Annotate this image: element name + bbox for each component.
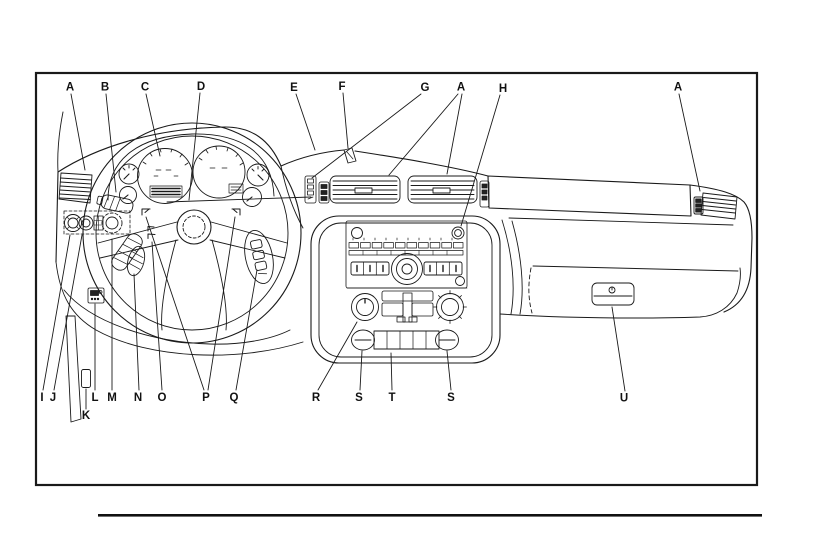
footer-rule — [98, 514, 762, 517]
leader-line-h — [460, 94, 501, 227]
callout-label-k-12: K — [82, 410, 91, 422]
callout-label-r-19: R — [312, 392, 321, 404]
leader-line-i — [42, 234, 71, 391]
callout-label-s-20: S — [355, 392, 363, 404]
cargo-lamp-switch — [87, 287, 105, 304]
leader-line-f — [342, 92, 349, 149]
glove-box — [499, 265, 741, 319]
climate-knob-right — [433, 290, 467, 324]
steering-wheel — [82, 122, 302, 344]
air-vent-center-right — [407, 175, 478, 204]
air-vent-right-outer — [693, 192, 738, 220]
radio-upper-right-button — [451, 226, 465, 240]
leader-line-n — [133, 273, 140, 391]
wheel-button-pod-right — [244, 229, 274, 285]
center-stack — [310, 215, 501, 364]
callout-label-a-9: A — [674, 82, 682, 94]
callout-label-s-22: S — [447, 392, 455, 404]
air-vent-left-outer — [58, 172, 93, 204]
leader-lines — [42, 92, 701, 410]
passenger-trim-pad — [487, 175, 692, 217]
leader-line-r — [317, 321, 358, 391]
leader-line-g — [311, 93, 422, 179]
callout-label-l-13: L — [91, 392, 98, 404]
dash-switch-strip-left — [304, 175, 330, 204]
leader-line-s — [446, 350, 452, 391]
climate-knob-left — [351, 293, 379, 321]
callout-label-t-21: T — [388, 392, 395, 404]
callout-label-a-0: A — [66, 82, 74, 94]
callout-label-g-6: G — [421, 82, 430, 94]
callout-label-h-8: H — [499, 83, 507, 95]
leader-line-b — [105, 93, 117, 193]
leader-line-e — [295, 93, 316, 151]
climate-controls — [351, 290, 467, 351]
radio-tune-knob — [391, 253, 423, 285]
lower-buttons — [373, 330, 440, 350]
leader-line-c — [145, 93, 161, 157]
leader-line-d — [188, 92, 201, 201]
leader-line-a — [70, 93, 86, 171]
climate-button-cluster — [381, 290, 434, 323]
leader-line-t — [390, 352, 393, 391]
gauge-small-upper-left — [118, 163, 140, 185]
dashboard-art — [55, 111, 753, 423]
callout-label-m-14: M — [107, 392, 117, 404]
lower-knob-left — [351, 329, 375, 351]
callout-label-a-7: A — [457, 82, 465, 94]
callout-label-f-5: F — [338, 81, 345, 93]
wheel-button-pod-left — [126, 245, 146, 277]
gauge-small-lower-right — [242, 187, 262, 207]
tachometer — [192, 145, 246, 199]
leader-line-q — [235, 269, 258, 391]
release-handle — [81, 369, 91, 388]
steering-hub — [176, 209, 212, 245]
callout-label-u-23: U — [620, 393, 628, 405]
callout-label-q-18: Q — [230, 392, 239, 404]
knee-bolster — [55, 261, 304, 356]
speedometer — [137, 148, 193, 204]
leader-line-o — [151, 241, 163, 391]
leader-line-p — [145, 216, 205, 391]
callout-label-j-11: J — [50, 392, 56, 404]
glove-box-handle — [591, 282, 635, 306]
leader-line-a — [678, 93, 701, 192]
leader-line-a — [388, 93, 459, 176]
callout-label-b-1: B — [101, 82, 109, 94]
callout-label-d-3: D — [197, 81, 205, 93]
park-brake-pedal — [65, 315, 91, 423]
dash-top-contour — [57, 126, 489, 229]
wheel-control-markers — [141, 208, 241, 239]
leader-line-s — [359, 350, 363, 391]
dash-right-end — [508, 184, 753, 313]
driver-switch-panel — [63, 210, 131, 235]
leader-line-a — [446, 93, 463, 175]
figure-border — [34, 71, 759, 487]
instrument-cluster — [107, 133, 312, 207]
leader-line-j — [53, 234, 83, 391]
dash-left-edge — [55, 111, 64, 263]
leader-line-u — [611, 306, 626, 392]
lower-left-lever — [111, 233, 143, 271]
callout-label-e-4: E — [290, 82, 298, 94]
callout-label-n-15: N — [134, 392, 142, 404]
air-vent-center-left — [329, 175, 401, 204]
callout-label-i-10: I — [40, 392, 43, 404]
stack-right-shoulder — [501, 219, 523, 315]
leader-line-p — [207, 216, 236, 391]
lower-knob-right — [435, 329, 459, 351]
radio — [345, 220, 468, 289]
callout-label-c-2: C — [141, 82, 149, 94]
dash-switch-strip-mid-right — [479, 180, 490, 208]
callout-label-p-17: P — [202, 392, 210, 404]
callout-label-o-16: O — [158, 392, 167, 404]
lower-button-row — [351, 329, 459, 351]
